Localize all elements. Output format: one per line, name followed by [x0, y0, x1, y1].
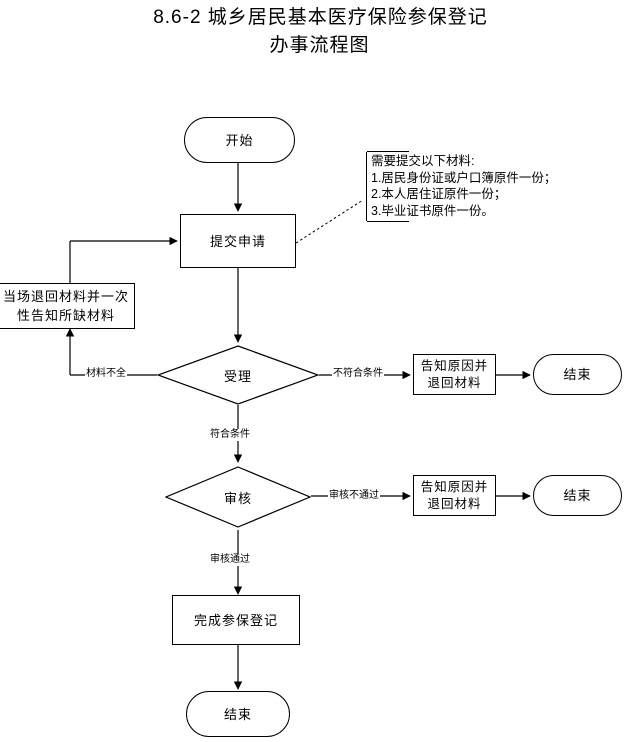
node-complete-registration-label: 完成参保登记 — [193, 612, 278, 628]
page-title: 8.6-2 城乡居民基本医疗保险参保登记 办事流程图 — [0, 4, 635, 60]
edge-label-review-passed: 审核通过 — [209, 554, 251, 566]
node-end-2-label: 结束 — [563, 488, 592, 503]
page-title-line-1: 8.6-2 城乡居民基本医疗保险参保登记 — [153, 7, 488, 28]
node-start[interactable]: 开始 — [184, 117, 295, 163]
node-return-materials-on-site-label: 当场退回材料并一次 性告知所缺材料 — [2, 289, 129, 323]
node-notify-reason-return-2[interactable]: 告知原因并 退回材料 — [413, 475, 496, 516]
node-submit-application[interactable]: 提交申请 — [180, 214, 296, 268]
node-complete-registration[interactable]: 完成参保登记 — [172, 595, 300, 645]
node-notify-reason-return-1[interactable]: 告知原因并 退回材料 — [413, 354, 496, 395]
node-return-materials-on-site[interactable]: 当场退回材料并一次 性告知所缺材料 — [0, 283, 135, 329]
materials-note-item-1: 1.居民身份证或户口簿原件一份； — [371, 170, 557, 185]
materials-note-item-2: 2.本人居住证原件一份； — [371, 187, 507, 201]
node-end-3[interactable]: 结束 — [186, 691, 290, 737]
edge-label-review-failed: 审核不通过 — [328, 490, 380, 502]
node-notify-reason-return-2-label: 告知原因并 退回材料 — [420, 479, 489, 511]
node-accept-decision[interactable]: 受理 — [157, 345, 319, 405]
node-review-decision[interactable]: 审核 — [165, 466, 311, 528]
edge-label-not-qualified: 不符合条件 — [332, 368, 384, 380]
node-start-label: 开始 — [225, 132, 254, 148]
node-review-decision-label: 审核 — [223, 490, 252, 506]
materials-note-heading: 需要提交以下材料: — [371, 154, 475, 168]
review-diamond-shape — [165, 466, 311, 528]
node-end-2[interactable]: 结束 — [533, 475, 622, 516]
note-leader-line — [295, 199, 364, 244]
node-end-1[interactable]: 结束 — [533, 354, 622, 395]
materials-note-box: 需要提交以下材料: 1.居民身份证或户口簿原件一份； 2.本人居住证原件一份； … — [366, 151, 628, 222]
node-submit-application-label: 提交申请 — [209, 233, 266, 249]
edge-label-qualified: 符合条件 — [209, 429, 251, 441]
page-title-line-2: 办事流程图 — [269, 35, 370, 56]
node-accept-decision-label: 受理 — [223, 368, 252, 384]
accept-diamond-shape — [157, 345, 319, 405]
materials-note-item-3: 3.毕业证书原件一份。 — [371, 203, 494, 218]
node-notify-reason-return-1-label: 告知原因并 退回材料 — [420, 358, 489, 390]
node-end-3-label: 结束 — [223, 706, 252, 722]
edge-label-materials-incomplete: 材料不全 — [85, 368, 127, 380]
node-end-1-label: 结束 — [563, 367, 592, 382]
